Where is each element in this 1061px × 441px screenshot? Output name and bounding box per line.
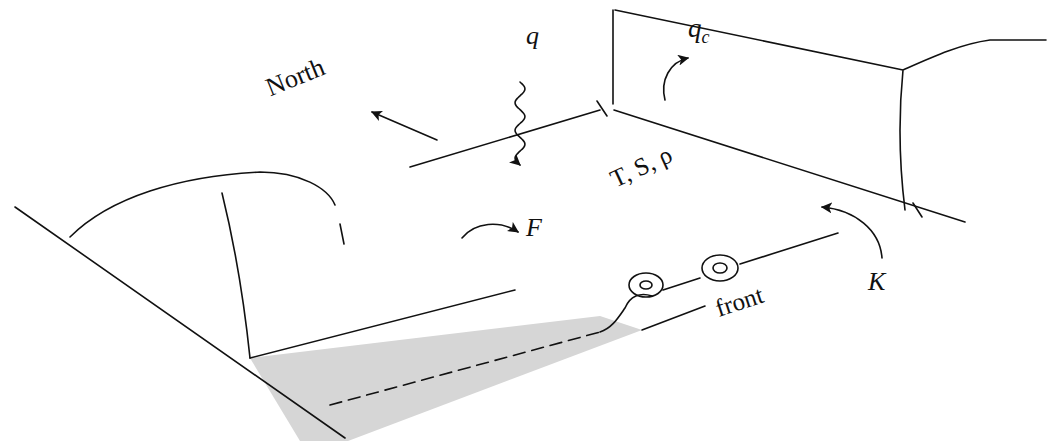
shelf-break-line — [330, 332, 600, 405]
tick — [597, 101, 607, 116]
property-label: T, S, ρ — [606, 141, 676, 193]
eddy — [640, 281, 652, 289]
eddy-flux-arrow — [822, 207, 882, 258]
tick — [913, 203, 922, 217]
shelf-edge — [250, 290, 515, 358]
inflow-arrow — [462, 224, 518, 238]
ridge-top-gap — [340, 224, 344, 244]
coastline — [15, 207, 345, 438]
eddy — [713, 263, 727, 273]
direction-label: North — [262, 53, 329, 102]
shelf-outer-edge — [642, 306, 705, 330]
front-label: front — [712, 281, 767, 322]
shelf-band — [250, 316, 642, 441]
ridge-top — [70, 172, 335, 237]
flux-symbol: K — [868, 268, 885, 297]
ridge-section — [222, 193, 250, 358]
flux-symbol: F — [526, 214, 542, 243]
eddy — [629, 273, 663, 297]
flux-symbol: qc — [688, 14, 710, 48]
front-line — [600, 233, 838, 332]
north-arrow — [372, 112, 437, 140]
basin-north-edge — [410, 110, 600, 167]
heat-flux-arrow — [515, 82, 525, 165]
eddy — [702, 255, 738, 281]
cooling-arrow — [664, 58, 688, 100]
flux-symbol: q — [526, 22, 539, 51]
wall — [613, 10, 1046, 210]
